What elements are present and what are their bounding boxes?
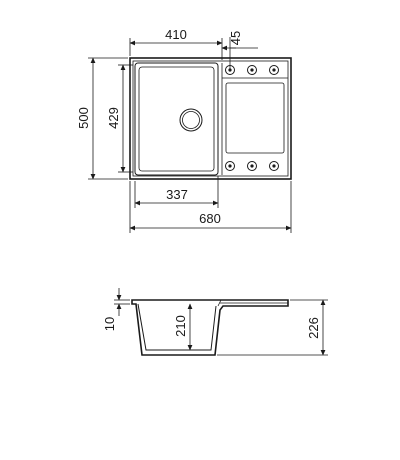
top-view: 410 45 500 429 337 [76,27,292,233]
tap-hole-icon [247,161,257,171]
drainer-groove [225,82,285,154]
dim-tap-offset: 45 [221,31,258,70]
tap-hole-icon [269,65,279,75]
bowl-outline [134,62,219,176]
dim-label-226: 226 [306,317,321,339]
dim-label-210: 210 [173,315,188,337]
dim-bowl-width: 410 [129,27,223,60]
dim-bowl-depth: 429 [106,64,133,173]
tap-holes-bottom [225,161,279,171]
tap-hole-icon [247,65,257,75]
tap-holes-top [225,65,279,75]
dim-label-429: 429 [106,107,121,129]
sink-outline [129,57,292,180]
dim-bowl-inner-width: 337 [134,176,219,208]
dim-label-45: 45 [228,31,243,45]
tap-hole-icon [269,161,279,171]
dim-total-height: 226 [217,299,328,356]
sink-section-outer [131,299,289,356]
dim-bowl-height: 210 [173,303,193,351]
dim-label-680: 680 [199,211,221,226]
dim-rim-thickness: 10 [102,288,130,331]
sink-rim [132,60,289,177]
dim-total-depth: 500 [76,57,128,180]
dim-label-10: 10 [102,317,117,331]
bowl-inner-outline [138,66,215,172]
drain-icon [179,108,203,132]
sink-section-inner [137,303,217,351]
dim-label-410: 410 [165,27,187,42]
dim-label-500: 500 [76,107,91,129]
drain-inner-icon [182,111,200,129]
dim-total-width: 680 [129,181,292,233]
section-view: 10 210 226 [102,288,328,356]
tap-hole-icon [225,161,235,171]
dim-label-337: 337 [166,187,188,202]
